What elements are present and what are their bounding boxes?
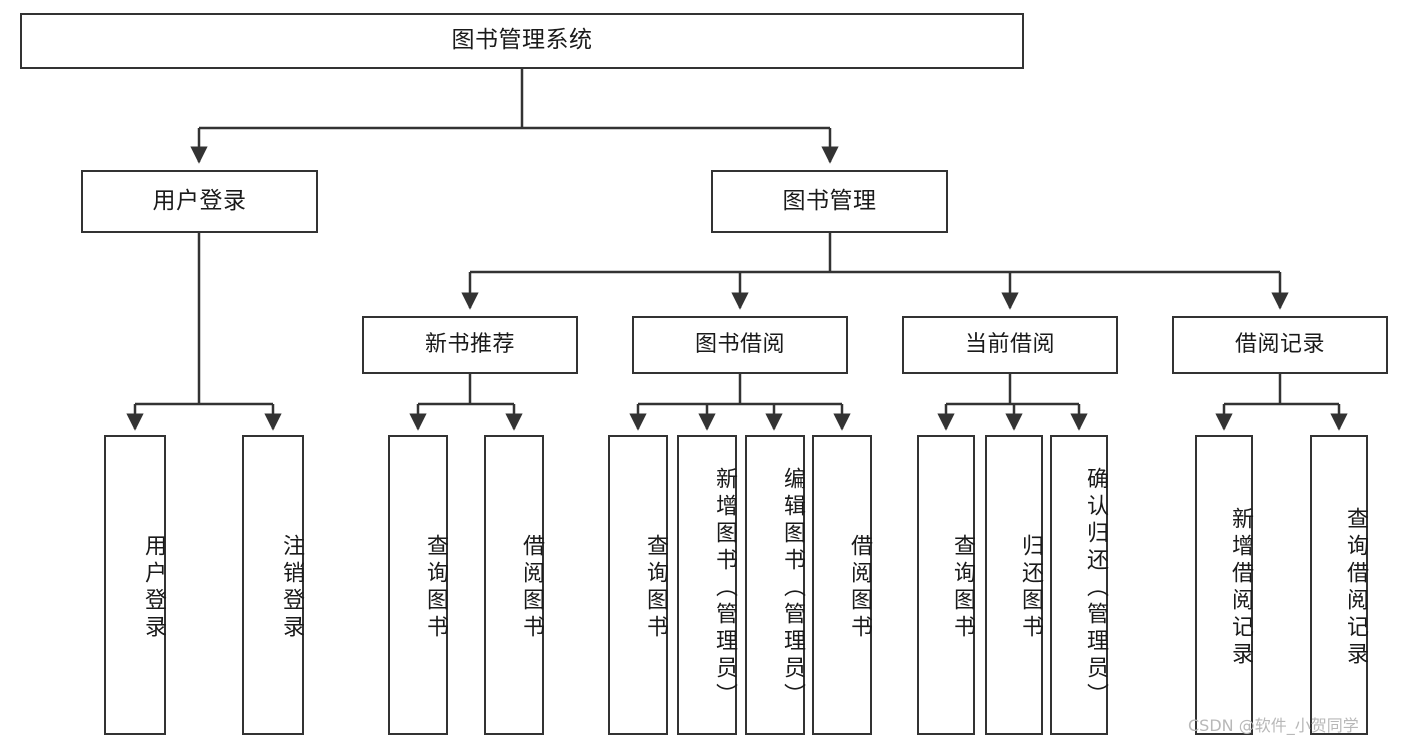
node-leaf-confirm-return[interactable]: 确认归还（管理员） xyxy=(1050,435,1108,735)
node-label: 图书借阅 xyxy=(694,332,785,358)
node-leaf-query-book-recommend[interactable]: 查询图书 xyxy=(388,435,448,735)
csdn-watermark: CSDN @软件_小贺同学 xyxy=(1188,716,1359,735)
node-leaf-return-book[interactable]: 归还图书 xyxy=(985,435,1043,735)
node-book-borrow[interactable]: 图书借阅 xyxy=(632,316,848,374)
node-label: 新增图书（管理员） xyxy=(712,466,737,710)
node-label: 查询图书 xyxy=(643,534,668,642)
node-label: 确认归还（管理员） xyxy=(1083,466,1108,710)
node-current-borrow[interactable]: 当前借阅 xyxy=(902,316,1118,374)
node-label: 查询图书 xyxy=(423,534,448,642)
node-label: 当前借阅 xyxy=(964,332,1055,358)
node-label: 借阅记录 xyxy=(1234,332,1325,358)
node-leaf-query-book-borrow[interactable]: 查询图书 xyxy=(608,435,668,735)
node-label: 新增借阅记录 xyxy=(1228,507,1253,669)
node-leaf-edit-book[interactable]: 编辑图书（管理员） xyxy=(745,435,805,735)
node-label: 图书管理 xyxy=(782,187,877,214)
node-leaf-add-borrow-record[interactable]: 新增借阅记录 xyxy=(1195,435,1253,735)
node-new-book-recommend[interactable]: 新书推荐 xyxy=(362,316,578,374)
node-borrow-record[interactable]: 借阅记录 xyxy=(1172,316,1388,374)
node-leaf-borrow-book-recommend[interactable]: 借阅图书 xyxy=(484,435,544,735)
node-label: 编辑图书（管理员） xyxy=(780,466,805,710)
node-leaf-add-book[interactable]: 新增图书（管理员） xyxy=(677,435,737,735)
node-label: 用户登录 xyxy=(152,187,247,214)
node-label: 查询图书 xyxy=(950,534,975,642)
node-user-login[interactable]: 用户登录 xyxy=(81,170,318,233)
node-book-management[interactable]: 图书管理 xyxy=(711,170,948,233)
node-label: 查询借阅记录 xyxy=(1343,507,1368,669)
node-label: 注销登录 xyxy=(279,534,304,642)
node-leaf-logout-login[interactable]: 注销登录 xyxy=(242,435,304,735)
node-label: 借阅图书 xyxy=(847,534,872,642)
node-leaf-query-book-current[interactable]: 查询图书 xyxy=(917,435,975,735)
node-label: 用户登录 xyxy=(141,534,166,642)
node-label: 归还图书 xyxy=(1018,534,1043,642)
node-leaf-borrow-book[interactable]: 借阅图书 xyxy=(812,435,872,735)
node-label: 借阅图书 xyxy=(519,534,544,642)
node-label: 新书推荐 xyxy=(424,332,515,358)
node-book-management-system[interactable]: 图书管理系统 xyxy=(20,13,1024,69)
node-label: 图书管理系统 xyxy=(451,27,593,54)
node-leaf-user-login[interactable]: 用户登录 xyxy=(104,435,166,735)
node-leaf-query-borrow-record[interactable]: 查询借阅记录 xyxy=(1310,435,1368,735)
